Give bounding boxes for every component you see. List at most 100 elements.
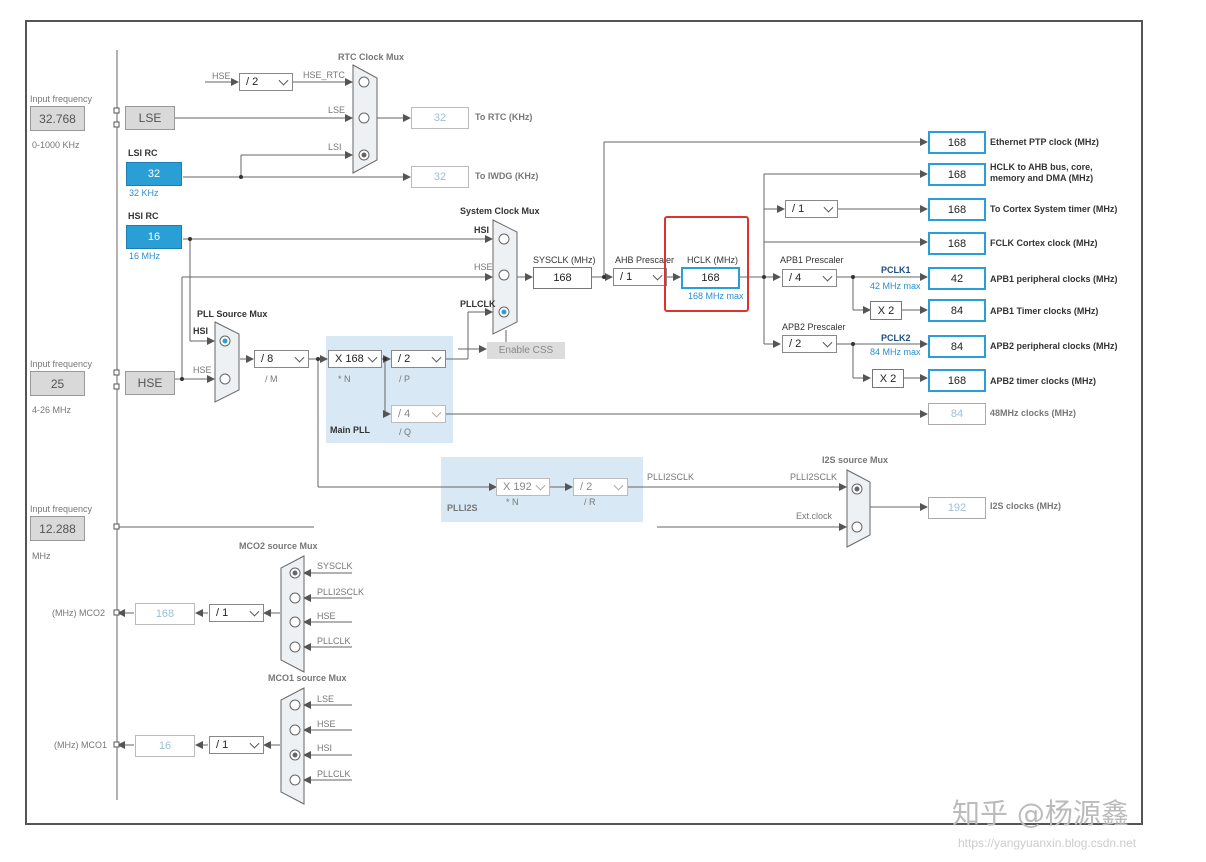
i2s-mux-plli2sclk: PLLI2SCLK — [790, 472, 838, 482]
to-iwdg-label: To IWDG (KHz) — [475, 171, 539, 181]
apb2-prescaler[interactable]: / 2 — [782, 335, 837, 353]
pll-source-mux-title: PLL Source Mux — [197, 309, 268, 319]
pll-m-label: / M — [265, 374, 278, 384]
mco1-in-hse: HSE — [317, 719, 336, 729]
apb1-timer-value[interactable]: 84 — [928, 299, 986, 322]
chevron-down-icon — [431, 407, 442, 418]
rtc-lsi-label: LSI — [328, 142, 342, 152]
sys-mux-hse: HSE — [474, 262, 493, 272]
fclk-cortex-label: FCLK Cortex clock (MHz) — [990, 238, 1098, 248]
chevron-down-icon — [431, 352, 442, 363]
rtc-hse-label: HSE — [212, 71, 231, 81]
i2s-clock-value[interactable]: 192 — [928, 497, 986, 519]
mco2-value: 168 — [135, 603, 195, 625]
hse-input-frequency-label: Input frequency — [30, 359, 93, 369]
i2s-clock-label: I2S clocks (MHz) — [990, 501, 1062, 511]
clock-config-canvas — [25, 20, 1143, 825]
pclk2-label: PCLK2 — [881, 333, 911, 343]
hsi-rc-title: HSI RC — [128, 211, 159, 221]
hse-range: 4-26 MHz — [32, 405, 72, 415]
fclk-cortex-value[interactable]: 168 — [928, 232, 986, 255]
enable-css-button[interactable]: Enable CSS — [487, 342, 565, 359]
pll-q-divider-value: / 4 — [398, 408, 411, 420]
system-clock-mux-title: System Clock Mux — [460, 206, 540, 216]
ethernet-ptp-clock-value[interactable]: 168 — [928, 131, 986, 154]
pll-m-divider[interactable]: / 8 — [254, 350, 309, 368]
pll-n-multiplier[interactable]: X 168 — [328, 350, 382, 368]
apb1-prescaler[interactable]: / 4 — [782, 269, 837, 287]
ahb-prescaler-label: AHB Prescaler — [615, 255, 675, 265]
mco2-divider-value: / 1 — [216, 607, 229, 619]
apb2-timer-value[interactable]: 168 — [928, 369, 986, 392]
plli2s-n-value: X 192 — [503, 481, 532, 493]
pll-m-divider-value: / 8 — [261, 353, 274, 365]
hclk-ahb-label: HCLK to AHB bus, core, memory and DMA (M… — [990, 162, 1094, 183]
i2s-mux-ext: Ext.clock — [796, 511, 833, 521]
mco1-label: (MHz) MCO1 — [54, 740, 107, 750]
sys-mux-hsi: HSI — [474, 225, 490, 235]
to-rtc-value: 32 — [411, 107, 469, 129]
clock-48mhz-value[interactable]: 84 — [928, 403, 986, 425]
sysclk-label: SYSCLK (MHz) — [533, 255, 596, 265]
apb1-peripheral-value[interactable]: 42 — [928, 267, 986, 290]
plli2s-n-label: * N — [506, 497, 519, 507]
ethernet-ptp-clock-label: Ethernet PTP clock (MHz) — [990, 137, 1099, 147]
hclk-value[interactable]: 168 — [681, 267, 740, 289]
ext-input-value[interactable]: 12.288 — [30, 516, 85, 541]
chevron-down-icon — [249, 606, 260, 617]
rtc-hse-divider-value: / 2 — [246, 76, 259, 88]
ahb-prescaler-value: / 1 — [620, 271, 633, 283]
main-pll-title: Main PLL — [330, 425, 370, 435]
hsi-rc-value: 16 — [126, 225, 182, 249]
mco2-in-hse: HSE — [317, 611, 336, 621]
pll-n-multiplier-value: X 168 — [335, 353, 364, 365]
cortex-timer-divider[interactable]: / 1 — [785, 200, 838, 218]
plli2s-title: PLLI2S — [447, 503, 478, 513]
cortex-system-timer-value[interactable]: 168 — [928, 198, 986, 221]
pll-q-label: / Q — [399, 427, 412, 437]
ext-input-frequency-label: Input frequency — [30, 504, 93, 514]
apb2-peripheral-label: APB2 peripheral clocks (MHz) — [990, 341, 1118, 351]
apb1-prescaler-label: APB1 Prescaler — [780, 255, 844, 265]
pll-source-mux-shape — [214, 321, 240, 403]
mco1-divider[interactable]: / 1 — [209, 736, 264, 754]
lse-range: 0-1000 KHz — [32, 140, 80, 150]
chevron-down-icon — [294, 352, 305, 363]
mco2-divider[interactable]: / 1 — [209, 604, 264, 622]
pll-p-divider[interactable]: / 2 — [391, 350, 446, 368]
pclk1-label: PCLK1 — [881, 265, 911, 275]
apb2-max: 84 MHz max — [870, 347, 921, 357]
chevron-down-icon — [823, 202, 834, 213]
plli2s-r-divider[interactable]: / 2 — [573, 478, 628, 496]
lse-input-value[interactable]: 32.768 — [30, 106, 85, 131]
mco1-divider-value: / 1 — [216, 739, 229, 751]
plli2sclk-out-label: PLLI2SCLK — [647, 472, 695, 482]
pll-n-label: * N — [338, 374, 351, 384]
hclk-label: HCLK (MHz) — [687, 255, 738, 265]
mco1-in-hsi: HSI — [317, 743, 333, 753]
chevron-down-icon — [613, 480, 624, 491]
clock-48mhz-label: 48MHz clocks (MHz) — [990, 408, 1077, 418]
sys-mux-pllclk: PLLCLK — [460, 299, 496, 309]
sysclk-value[interactable]: 168 — [533, 267, 592, 289]
apb2-prescaler-value: / 2 — [789, 338, 802, 350]
plli2s-n-multiplier[interactable]: X 192 — [496, 478, 550, 496]
hse-input-value[interactable]: 25 — [30, 371, 85, 396]
apb2-peripheral-value[interactable]: 84 — [928, 335, 986, 358]
pll-p-label: / P — [399, 374, 411, 384]
mco1-in-pllclk: PLLCLK — [317, 769, 351, 779]
apb1-peripheral-label: APB1 peripheral clocks (MHz) — [990, 274, 1118, 284]
hclk-highlight-box — [664, 216, 749, 312]
lse-block: LSE — [125, 106, 175, 130]
rtc-hse-divider[interactable]: / 2 — [239, 73, 293, 91]
hclk-ahb-value[interactable]: 168 — [928, 163, 986, 186]
ahb-prescaler[interactable]: / 1 — [613, 268, 667, 286]
apb1-prescaler-value: / 4 — [789, 272, 802, 284]
hse-rtc-label: HSE_RTC — [303, 70, 345, 80]
lsi-rc-value: 32 — [126, 162, 182, 186]
watermark: 知乎 @杨源鑫 — [952, 797, 1129, 830]
to-rtc-label: To RTC (KHz) — [475, 112, 533, 122]
pll-source-hsi: HSI — [193, 326, 209, 336]
pll-q-divider[interactable]: / 4 — [391, 405, 446, 423]
chevron-down-icon — [249, 738, 260, 749]
